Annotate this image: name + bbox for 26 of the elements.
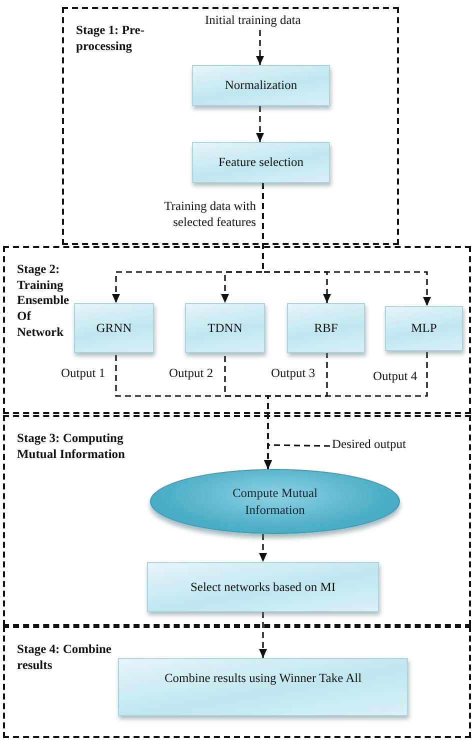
stage-panel	[62, 7, 399, 245]
flow-label: Training data with selected features	[150, 198, 256, 230]
arrow	[256, 30, 264, 65]
arrow	[264, 444, 330, 469]
arrow	[259, 534, 267, 562]
process-box: Combine results using Winner Take All	[118, 658, 408, 716]
process-ellipse: Compute Mutual Information	[150, 469, 400, 534]
input-label: Initial training data	[205, 12, 355, 30]
process-box: Feature selection	[192, 142, 330, 183]
process-box: Normalization	[192, 65, 330, 106]
input-label: Desired output	[332, 436, 422, 454]
output-label: Output 2	[169, 366, 214, 381]
output-label: Output 4	[373, 369, 418, 384]
arrow	[256, 106, 264, 142]
stage-title: Stage 3: Computing Mutual Information	[17, 431, 126, 462]
arrow	[262, 183, 431, 306]
stage-title: Stage 1: Pre-processing	[76, 23, 146, 54]
stage-title: Stage 2: Training Ensemble Of Network	[17, 262, 70, 340]
stage-panel	[3, 246, 471, 414]
process-box: Select networks based on MI	[147, 562, 379, 612]
stage-title: Stage 4: Combine results	[17, 642, 112, 674]
output-label: Output 1	[61, 366, 106, 381]
stage-panel	[3, 626, 471, 738]
arrow	[259, 612, 267, 658]
stage-panel	[3, 415, 471, 626]
output-label: Output 3	[271, 366, 316, 381]
